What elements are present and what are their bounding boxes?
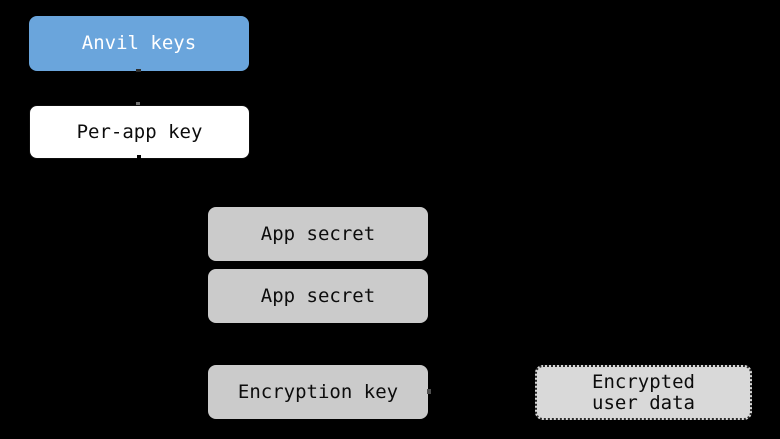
connector-stub-anvil-bottom [136,69,141,72]
encryption-key-node: Encryption key [208,365,428,419]
app-secret-node-1: App secret [208,207,428,261]
per-app-key-node: Per-app key [29,105,250,159]
anvil-keys-node: Anvil keys [29,16,249,71]
app-secret-node-2: App secret [208,269,428,323]
connector-stub-per-app-bottom [137,155,141,159]
connector-stub-per-app-top [136,102,140,105]
encrypted-user-data-node: Encrypted user data [535,365,752,420]
connector-stub-encryption-right [427,389,431,394]
